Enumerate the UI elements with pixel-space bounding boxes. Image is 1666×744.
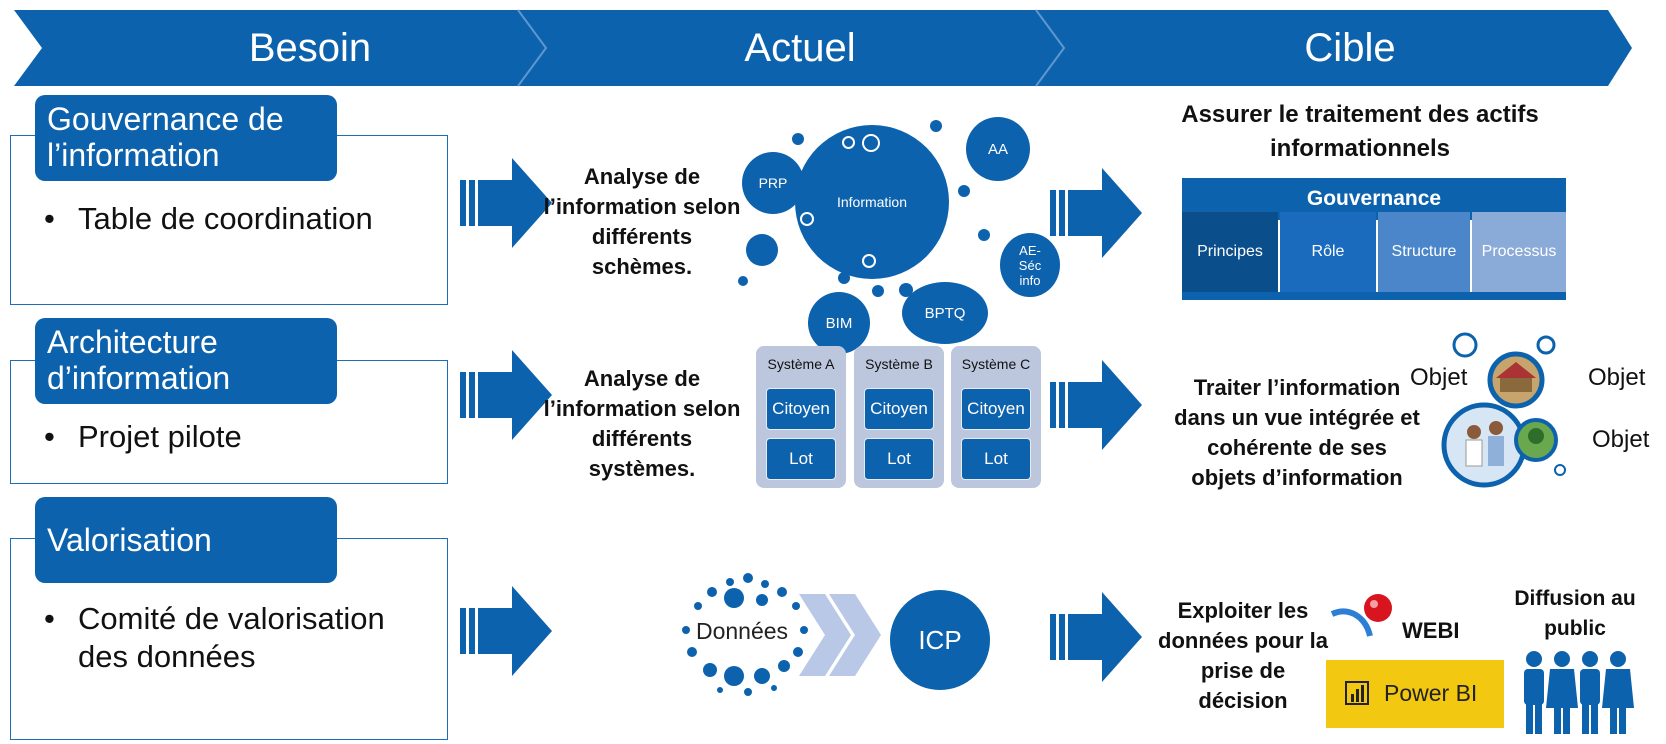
cible-text-objets: Traiter l’information dans un vue intégr…: [1174, 375, 1420, 490]
donnees-dots: [682, 573, 808, 696]
dot: [978, 229, 990, 241]
tag-valorisation: Valorisation: [35, 497, 337, 583]
system-item-lot: Lot: [961, 438, 1031, 480]
arrow-right-icon: [1050, 360, 1142, 450]
hollow-dot: [862, 134, 880, 152]
dot: [930, 120, 942, 132]
bubble-bim: BIM: [808, 292, 870, 354]
objets-graphic: [1441, 332, 1566, 488]
system-title: Système B: [865, 356, 933, 372]
dot: [792, 133, 804, 145]
hollow-dot: [862, 254, 876, 268]
bullet-comite: •Comité de valorisation des données: [44, 601, 385, 674]
hollow-dot: [800, 212, 814, 226]
people-icon: [1524, 651, 1634, 734]
powerbi-label: Power BI: [1384, 680, 1478, 706]
cible-title-actifs: Assurer le traitement des actifs informa…: [1181, 101, 1539, 162]
arrow-right-icon: [460, 158, 552, 248]
header-chevron-bar: [14, 9, 1632, 87]
donnees-label: Données: [695, 618, 789, 644]
arrow-right-icon: [1050, 168, 1142, 258]
objet-label: Objet: [1410, 364, 1468, 391]
tag-gouvernance: Gouvernance de l’information: [35, 95, 337, 181]
system-item-lot: Lot: [766, 438, 836, 480]
system-item-citoyen: Citoyen: [766, 388, 836, 430]
gouvernance-cell-structure: Structure: [1378, 212, 1470, 292]
system-item-citoyen: Citoyen: [961, 388, 1031, 430]
chevrons-icon: [799, 594, 881, 676]
hollow-dot: [842, 136, 855, 149]
bullet-projet-pilote: •Projet pilote: [44, 419, 242, 454]
actuel-text-systemes: Analyse de l’information selon différent…: [543, 366, 741, 481]
objet-label: Objet: [1588, 364, 1646, 391]
system-a: Système A Citoyen Lot: [756, 346, 846, 488]
bubble-aa: AA: [966, 117, 1030, 181]
system-item-lot: Lot: [864, 438, 934, 480]
dot: [899, 283, 913, 297]
bubble-ae: AE-Séc info: [1000, 233, 1060, 297]
system-c: Système C Citoyen Lot: [951, 346, 1041, 488]
system-item-citoyen: Citoyen: [864, 388, 934, 430]
system-title: Système A: [767, 356, 835, 372]
system-title: Système C: [961, 356, 1031, 372]
arrow-right-icon: [1050, 592, 1142, 682]
bubble-prp: PRP: [742, 152, 804, 214]
bubble-bptq: BPTQ: [902, 282, 988, 344]
objet-label: Objet: [1592, 426, 1650, 453]
arrow-right-icon: [460, 350, 552, 440]
dot: [958, 185, 970, 197]
gouvernance-cell-role: Rôle: [1280, 212, 1376, 292]
webi-label: WEBI: [1402, 618, 1460, 643]
webi-logo-icon: [1330, 594, 1392, 637]
header-besoin: Besoin: [248, 26, 372, 70]
tag-architecture: Architecture d’information: [35, 318, 337, 404]
dot: [838, 272, 850, 284]
diffusion-label: Diffusion au public: [1514, 587, 1636, 640]
bullet-table-coordination: •Table de coordination: [44, 201, 373, 236]
header-actuel: Actuel: [744, 26, 856, 70]
dot: [738, 276, 748, 286]
dot: [872, 285, 884, 297]
system-b: Système B Citoyen Lot: [854, 346, 944, 488]
gouvernance-footer-bar: [1182, 292, 1566, 300]
powerbi-logo: Power BI: [1326, 660, 1504, 728]
cible-text-decision: Exploiter les données pour la prise de d…: [1158, 598, 1328, 713]
icp-circle: ICP: [890, 590, 990, 690]
header-cible: Cible: [1304, 26, 1396, 70]
actuel-text-schemes: Analyse de l’information selon différent…: [543, 164, 741, 279]
gouvernance-cell-principes: Principes: [1182, 212, 1278, 292]
gouvernance-cell-processus: Processus: [1472, 212, 1566, 292]
powerbi-icon: [1345, 681, 1369, 705]
dot: [746, 234, 778, 266]
arrow-right-icon: [460, 586, 552, 676]
